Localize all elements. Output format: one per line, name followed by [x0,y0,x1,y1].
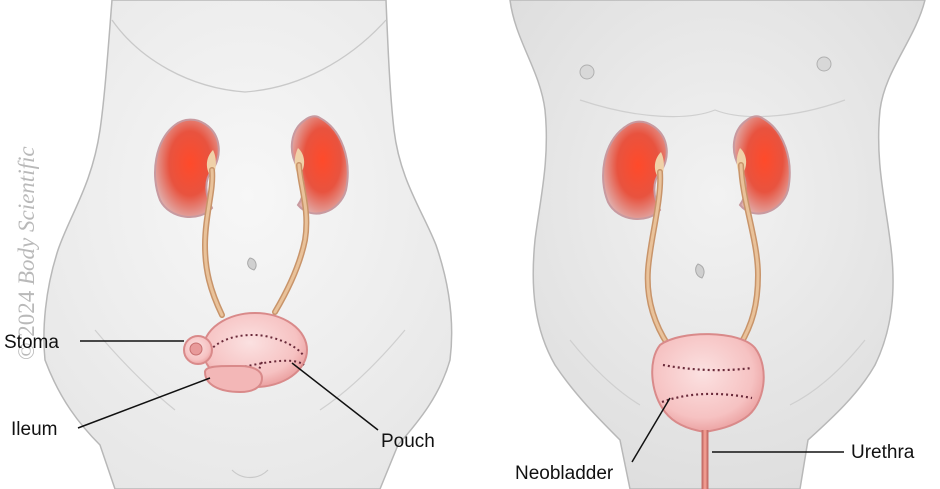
neobladder-label: Neobladder [515,464,613,483]
nipple-right [580,65,594,79]
torso-skin [44,0,452,489]
nipple-left [817,57,831,71]
ileum-label: Ileum [11,420,57,439]
stoma-label: Stoma [4,333,59,352]
watermark-brand: Body Scientific [14,146,39,285]
left-torso [44,0,452,489]
stoma [184,336,212,364]
pouch-label: Pouch [381,432,435,451]
urethra-label: Urethra [851,443,914,462]
copyright-watermark: © 2024 Body Scientific [14,146,40,360]
neobladder-shape [652,334,764,432]
